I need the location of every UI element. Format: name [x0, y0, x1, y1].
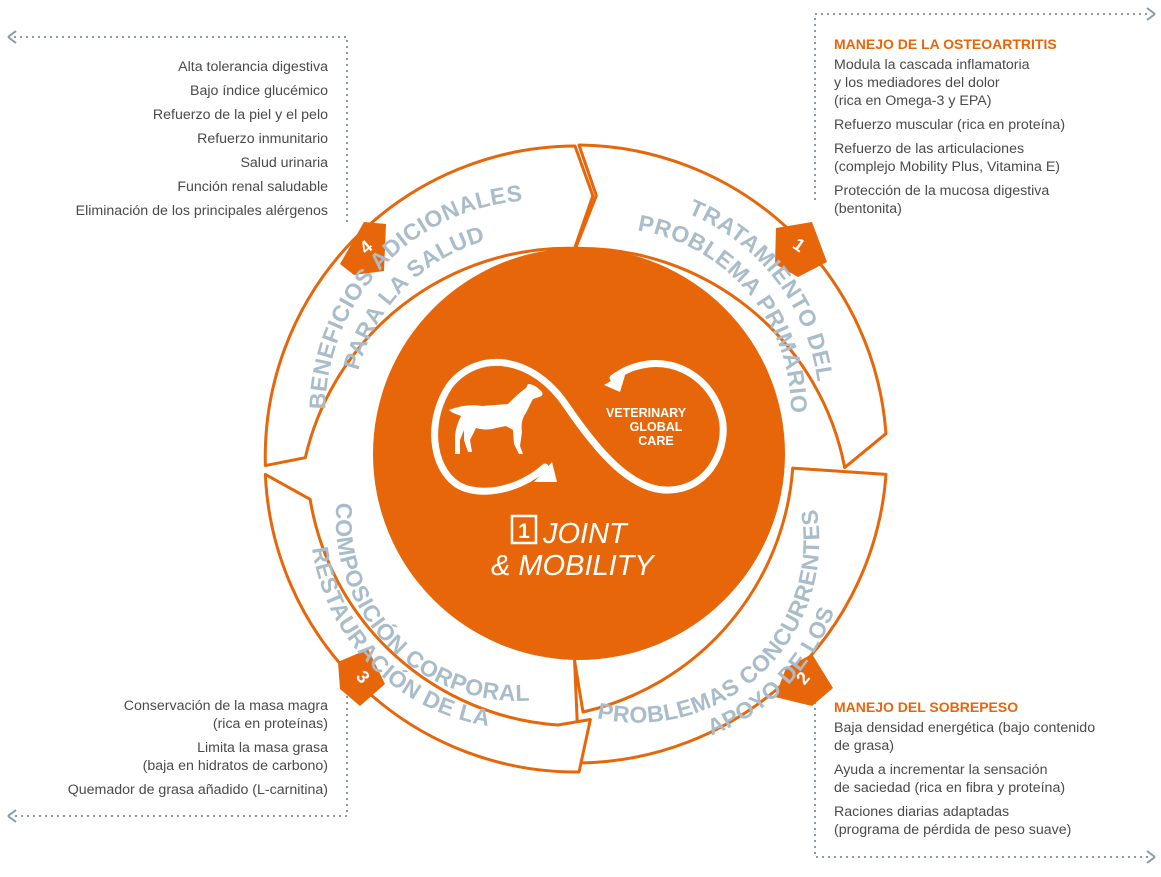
panel-item-text: Refuerzo de la piel y el pelo — [152, 107, 328, 123]
product-number: 1 — [518, 520, 530, 543]
panel-item-text: (programa de pérdida de peso suave) — [834, 822, 1072, 838]
product-number-box — [510, 514, 538, 545]
panel-list-item: Raciones diarias adaptadas (programa de p… — [834, 803, 1154, 839]
panel-list-item: Modula la cascada inflamatoria y los medi… — [834, 56, 1154, 110]
connector-top-left — [14, 36, 348, 222]
panel-item-text: Baja densidad energética (bajo contenido — [834, 720, 1096, 736]
product-name-line-1: JOINT — [542, 518, 629, 550]
panel-list-item: Protección de la mucosa digestiva (benton… — [834, 182, 1154, 218]
connector-bottom-left — [14, 696, 348, 817]
panel-item-text: Ayuda a incrementar la sensación — [834, 762, 1048, 778]
panel-list-item: Limita la masa grasa (baja en hidratos de… — [8, 739, 328, 775]
logo-text-line-3: CARE — [638, 434, 673, 448]
ring-segment-2 — [573, 466, 888, 765]
circular-arrow-icon — [604, 372, 626, 392]
panel-list-item: Baja densidad energética (bajo contenido… — [834, 719, 1154, 755]
panel-list-item: Refuerzo de las articulaciones (complejo … — [834, 140, 1154, 176]
ring-segment-4 — [263, 144, 595, 468]
panel-top-right: MANEJO DE LA OSTEOARTRITIS Modula la cas… — [834, 35, 1154, 224]
panel-item-text: Refuerzo de las articulaciones — [834, 141, 1025, 157]
ring-segment-1 — [574, 143, 888, 470]
segment-3-tab — [338, 649, 385, 706]
logo-text: VETERINARY GLOBAL CARE — [606, 406, 687, 448]
panel-item-text: Función renal saludable — [177, 179, 328, 195]
panel-list-item: Salud urinaria — [8, 154, 328, 172]
panel-item-text: Conservación de la masa magra — [123, 698, 328, 714]
panel-bottom-right: MANEJO DEL SOBREPESO Baja densidad energ… — [834, 698, 1154, 845]
panel-list-item: Ayuda a incrementar la sensación de sacie… — [834, 761, 1154, 797]
circular-arrow-icon-lower — [534, 462, 557, 482]
connector-lines — [7, 7, 1156, 864]
panel-top-right-title: MANEJO DE LA OSTEOARTRITIS — [834, 36, 1057, 52]
panel-item-text: Protección de la mucosa digestiva — [834, 183, 1050, 199]
panel-item-text: Modula la cascada inflamatoria — [834, 57, 1030, 73]
panel-item-text: (bentonita) — [834, 201, 902, 217]
panel-item-text: Raciones diarias adaptadas — [834, 804, 1010, 820]
panel-item-text: Salud urinaria — [240, 155, 328, 171]
panel-item-text: (baja en hidratos de carbono) — [142, 758, 328, 774]
dog-icon — [449, 384, 543, 454]
infinity-loop-icon — [431, 359, 727, 495]
panel-item-text: (complejo Mobility Plus, Vitamina E) — [834, 159, 1061, 175]
panel-item-text: de grasa) — [834, 738, 894, 754]
logo-text-line-1: VETERINARY — [606, 406, 687, 420]
panel-list-item: Función renal saludable — [8, 178, 328, 196]
segment-4-tab — [340, 222, 386, 275]
panel-item-text: (rica en Omega-3 y EPA) — [834, 93, 992, 109]
connector-bottom-right — [814, 690, 1148, 858]
panel-bottom-right-title: MANEJO DEL SOBREPESO — [834, 699, 1019, 715]
panel-list-item: Refuerzo muscular (rica en proteína) — [834, 116, 1154, 134]
ring-segment-3 — [263, 472, 592, 774]
panel-list-item: Quemador de grasa añadido (L-carnitina) — [8, 781, 328, 799]
center-disc — [373, 248, 785, 660]
product-name-line-2: & MOBILITY — [491, 550, 656, 582]
panel-list-item: Refuerzo inmunitario — [8, 130, 328, 148]
panel-item-text: (rica en proteínas) — [212, 716, 328, 732]
panel-item-text: de saciedad (rica en fibra y proteína) — [834, 780, 1066, 796]
segment-1-tab — [775, 222, 827, 277]
segment-2-tab — [775, 654, 833, 706]
panel-item-text: Eliminación de los principales alérgenos — [75, 203, 328, 219]
panel-list-item: Bajo índice glucémico — [8, 82, 328, 100]
ring-segments — [263, 143, 888, 774]
panel-item-text: Refuerzo muscular (rica en proteína) — [834, 117, 1066, 133]
connector-top-right — [814, 13, 1148, 200]
segment-number-tabs — [338, 222, 833, 706]
logo-text-line-2: GLOBAL — [630, 420, 683, 434]
panel-item-text: Bajo índice glucémico — [189, 83, 328, 99]
panel-list-item: Refuerzo de la piel y el pelo — [8, 106, 328, 124]
panel-list-item: Eliminación de los principales alérgenos — [8, 202, 328, 220]
panel-bottom-left: Conservación de la masa magra (rica en pr… — [8, 697, 328, 805]
panel-item-text: Alta tolerancia digestiva — [178, 59, 328, 75]
panel-list-item: Conservación de la masa magra (rica en pr… — [8, 697, 328, 733]
panel-list-item: Alta tolerancia digestiva — [8, 58, 328, 76]
panel-item-text: Refuerzo inmunitario — [197, 131, 328, 147]
panel-item-text: Quemador de grasa añadido (L-carnitina) — [67, 782, 328, 798]
panel-item-text: y los mediadores del dolor — [834, 75, 1000, 91]
panel-item-text: Limita la masa grasa — [197, 740, 328, 756]
